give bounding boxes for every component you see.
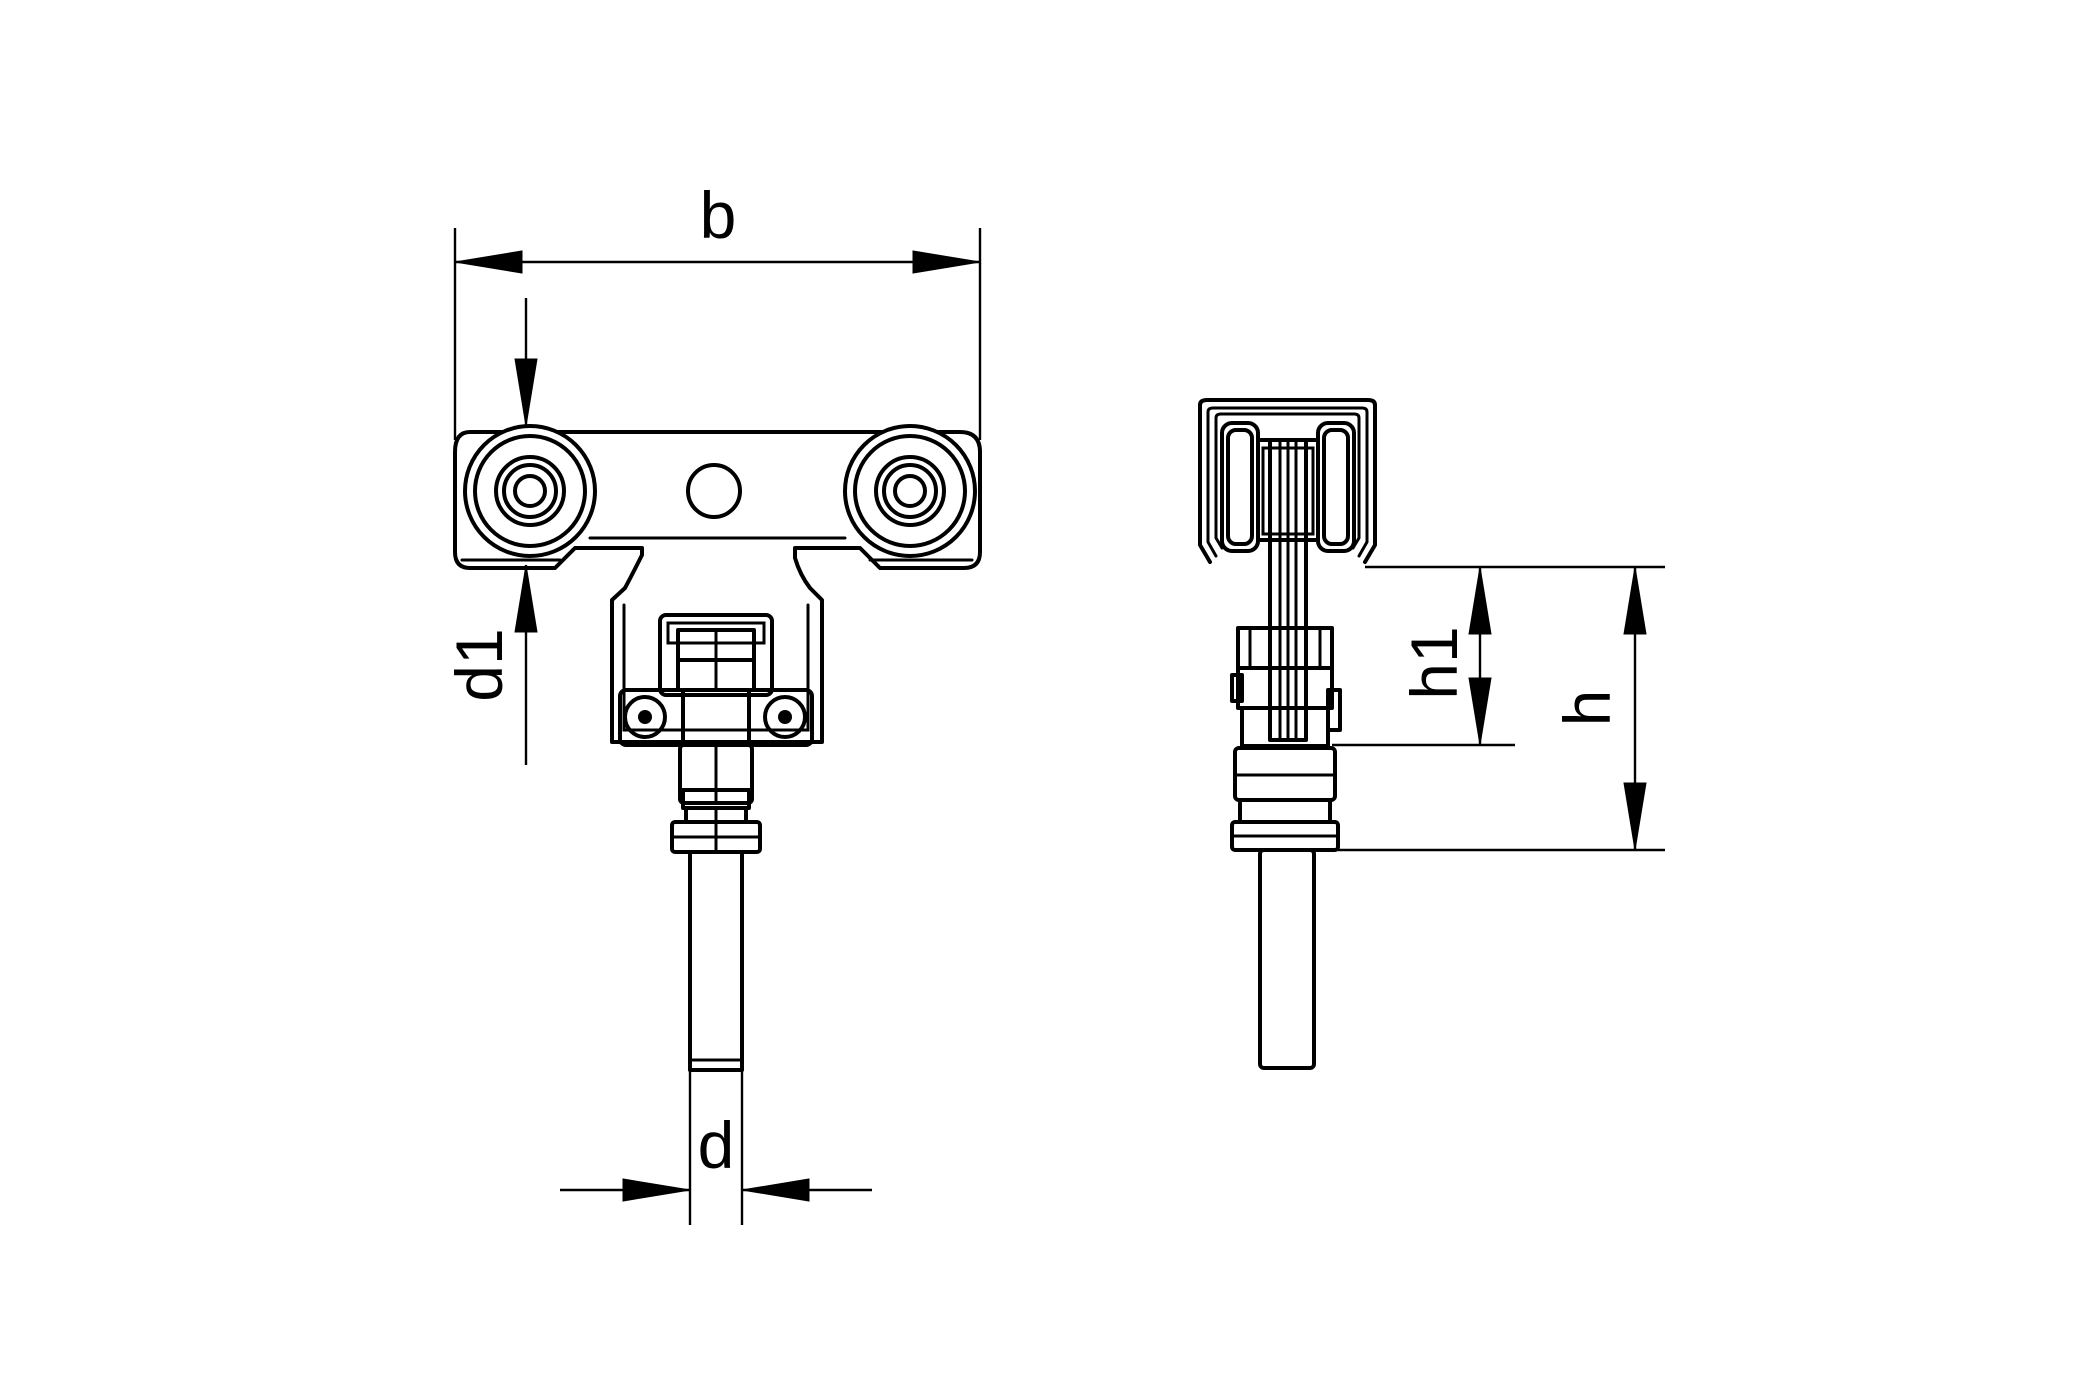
left-bolt bbox=[623, 695, 667, 739]
label-b: b bbox=[700, 178, 737, 252]
carrier-plate bbox=[453, 430, 982, 744]
threaded-rod bbox=[688, 850, 744, 1072]
dimension-d1: d1 bbox=[442, 298, 538, 765]
rail-profile bbox=[1198, 398, 1377, 564]
right-bolt bbox=[763, 695, 807, 739]
side-nut-stack bbox=[1230, 626, 1342, 852]
dimension-d: d bbox=[560, 1070, 872, 1225]
label-d1: d1 bbox=[442, 628, 516, 701]
side-rod bbox=[1258, 848, 1316, 1070]
center-hole bbox=[686, 463, 742, 519]
label-d: d bbox=[698, 1108, 735, 1182]
label-h1: h1 bbox=[1397, 626, 1471, 699]
front-view bbox=[453, 424, 982, 1072]
hex-nut-top bbox=[658, 613, 774, 697]
dimension-b: b bbox=[453, 178, 982, 440]
right-wheel bbox=[843, 424, 977, 558]
left-wheel bbox=[463, 424, 597, 558]
dimension-h1: h1 bbox=[1332, 565, 1665, 747]
label-h: h bbox=[1550, 690, 1624, 727]
side-view bbox=[1198, 398, 1377, 1070]
dimension-h: h bbox=[1338, 566, 1665, 852]
side-plate-stack bbox=[1268, 438, 1308, 742]
